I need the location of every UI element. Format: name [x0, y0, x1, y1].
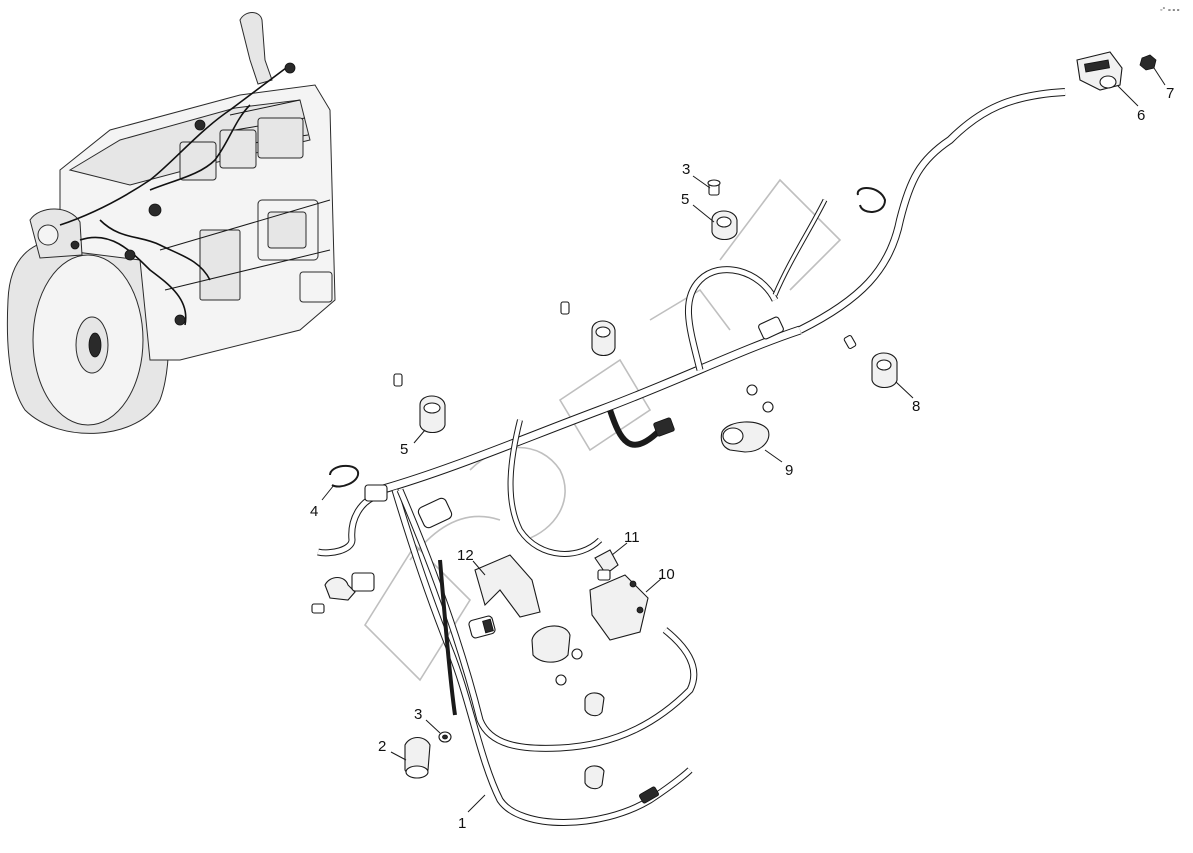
sensor-middle	[531, 625, 583, 686]
part-6-sensor	[1076, 51, 1123, 91]
part-10-bracket	[589, 574, 649, 641]
callout-10: 10	[658, 566, 675, 583]
connector-mid	[417, 497, 496, 639]
callout-3-lower: 3	[414, 706, 422, 723]
wiring-harness	[317, 88, 1066, 826]
part-3-bolt-lower	[438, 731, 452, 743]
part-3-bolt-upper	[707, 179, 721, 196]
sensor-left	[311, 572, 375, 614]
callout-4: 4	[310, 503, 318, 520]
engine-illustration	[6, 12, 336, 434]
callout-1: 1	[458, 815, 466, 832]
part-9-sensor	[720, 384, 774, 453]
callout-3-upper: 3	[682, 161, 690, 178]
part-7-nut	[1139, 54, 1157, 71]
callout-5-lower: 5	[400, 441, 408, 458]
callout-11: 11	[624, 529, 640, 546]
callout-2: 2	[378, 738, 386, 755]
callout-9: 9	[785, 462, 793, 479]
leader-lines	[321, 67, 1166, 813]
callout-12: 12	[457, 547, 474, 564]
clamp-middle	[560, 301, 616, 357]
part-8-clamp	[843, 334, 898, 389]
callout-labels: 1 2 3 3 4 5 5 6 7 8 9 10 11 12	[310, 85, 1174, 832]
corner-mark: ◦° ∘∘∘	[1160, 6, 1180, 14]
clip-lower-middle	[584, 692, 605, 790]
callout-6: 6	[1137, 107, 1145, 124]
clip-right-top	[856, 187, 887, 213]
part-5-clamp-upper	[711, 210, 738, 241]
part-11-sensor	[594, 549, 619, 581]
callout-8: 8	[912, 398, 920, 415]
callout-5-upper: 5	[681, 191, 689, 208]
watermark-logo	[363, 178, 842, 682]
callout-7: 7	[1166, 85, 1174, 102]
part-5-clamp-lower	[393, 373, 446, 434]
part-4-clip	[329, 464, 360, 488]
part-12-bracket	[474, 554, 541, 618]
part-2-sensor	[404, 736, 431, 779]
